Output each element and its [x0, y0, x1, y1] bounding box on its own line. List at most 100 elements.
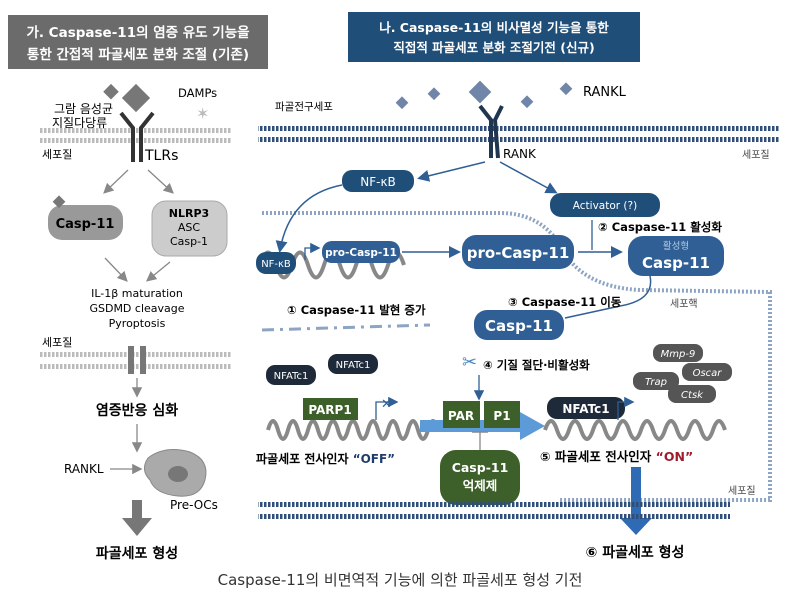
gene-ctsk-label: Ctsk: [681, 390, 704, 401]
nucleus-boundary-dashed: [261, 323, 431, 332]
translocation-arrow: [564, 275, 652, 319]
cytoplasm-bottom-label: 세포질: [728, 485, 756, 497]
rankl-diamonds-icon: [395, 80, 573, 110]
parp-left-label: PAR: [448, 409, 474, 423]
lps-label-line1: 그람 음성균: [54, 102, 113, 116]
active-casp11-box: [628, 236, 724, 276]
rank-receptor-icon: [478, 104, 504, 159]
activator-label: Activator (?): [573, 200, 637, 212]
osteoclast-formation-label: 파골세포 형성: [96, 545, 178, 562]
step3-label: ③ Caspase-11 이동: [508, 295, 622, 309]
casp11-box: [48, 205, 123, 240]
nfatc1-b-label: NFATc1: [336, 360, 371, 371]
activator-box: [550, 193, 660, 217]
parp-right-label: P1: [493, 409, 510, 423]
lps-label-line2: 지질다당류: [52, 116, 107, 130]
il1b-label: IL-1β maturation: [91, 287, 183, 300]
nuclear-casp11-label: Casp-11: [485, 317, 553, 335]
cytoplasm-top-label: 세포질: [742, 149, 770, 161]
tlr-receptor-icon: [119, 111, 155, 162]
off-label: 파골세포 전사인자 “OFF”: [256, 451, 395, 466]
step1-label: ① Caspase-11 발현 증가: [287, 303, 426, 317]
cell-membrane-top: [258, 126, 780, 131]
on-prefix: ⑤ 파골세포 전사인자: [540, 449, 656, 464]
off-prefix: 파골세포 전사인자: [256, 451, 353, 466]
cell-membrane-2-top: [258, 502, 730, 507]
dna-on-icon: [543, 419, 727, 441]
nlrp3-label: NLRP3: [169, 207, 209, 220]
nuclear-casp11-box: [474, 310, 564, 340]
pro-casp-small-label: pro-Casp-11: [325, 247, 397, 259]
nucleus-label: 세포핵: [670, 298, 698, 310]
scissors-icon: ✂: [462, 352, 477, 373]
pro-casp-big-label: pro-Casp-11: [467, 244, 570, 262]
inhibitor-box: [440, 450, 520, 505]
cell-membrane-bottom: [258, 137, 780, 142]
casp11-ligand-icon: [52, 195, 66, 209]
nfatc1-a-label: NFATc1: [274, 371, 309, 382]
down-arrow-icon: [122, 500, 152, 536]
pro-casp-small-box: [322, 241, 400, 263]
nfatc1-c-box: [547, 397, 625, 419]
casp1-label: Casp-1: [170, 235, 208, 248]
inhibitor-line2: 억제제: [463, 478, 498, 493]
step6-label: ⑥ 파골세포 형성: [586, 544, 685, 561]
rankl-label: RANKL: [64, 462, 104, 476]
pre-ocs-label: Pre-OCs: [170, 498, 218, 512]
nfkb-box: [342, 170, 414, 192]
figure-caption: Caspase-11의 비면역적 기능에 의한 파골세포 형성 기전: [218, 571, 583, 589]
membrane-bottom: [40, 138, 232, 143]
gene-trap: [633, 372, 679, 390]
nfkb-small-label: NF-κB: [261, 259, 291, 270]
left-panel: 가. Caspase-11의 염증 유도 기능을 통한 간접적 파골세포 분화 …: [8, 15, 268, 562]
nfatc1-a-box: [266, 365, 316, 385]
tlrs-label: TLRs: [144, 148, 178, 164]
off-word: “OFF”: [353, 452, 395, 466]
inhibitor-line1: Casp-11: [452, 460, 509, 475]
cell-membrane-2-bottom: [258, 514, 730, 519]
rank-label: RANK: [503, 147, 537, 161]
on-word: “ON”: [656, 449, 694, 464]
gene-oscar-label: Oscar: [693, 368, 723, 379]
gsdmd-label: GSDMD cleavage: [89, 302, 184, 315]
gene-oscar: [682, 363, 732, 381]
cytoplasm-label: 세포질: [42, 148, 72, 161]
gene-mmp9-label: Mmp-9: [661, 349, 696, 360]
damps-label: DAMPs: [178, 86, 217, 100]
right-panel: 나. Caspase-11의 비사멸성 기능을 통한 직접적 파골세포 분화 조…: [256, 12, 780, 561]
parp1-label: PARP1: [308, 403, 351, 417]
membrane-top: [40, 128, 232, 133]
dna-off-icon: [266, 419, 440, 441]
right-header-box: [348, 12, 640, 62]
step4-label: ④ 기질 절단·비활성화: [483, 358, 590, 372]
parp-fragment-right: [484, 401, 520, 428]
left-header-box: [8, 15, 268, 69]
left-header-line1: 가. Caspase-11의 염증 유도 기능을: [26, 24, 249, 41]
active-casp11-label: Casp-11: [642, 254, 710, 272]
membrane-2-top: [40, 352, 232, 357]
asc-label: ASC: [178, 221, 201, 234]
on-label: ⑤ 파골세포 전사인자 “ON”: [540, 449, 693, 464]
target-genes: Mmp-9 Oscar Trap Ctsk: [633, 344, 732, 403]
nfkb-small-box: [256, 252, 296, 274]
casp11-label: Casp-11: [56, 217, 115, 232]
membrane-2-bottom: [40, 364, 232, 369]
gene-trap-label: Trap: [645, 377, 667, 388]
nfkb-label: NF-κB: [360, 175, 396, 189]
transition-arrow-icon: [420, 412, 545, 440]
blocked-x-icon: ✕: [381, 397, 392, 412]
inflammation-label: 염증반응 심화: [96, 402, 178, 419]
parp-fragment-left: [443, 401, 480, 428]
right-header-line1: 나. Caspase-11의 비사멸성 기능을 통한: [379, 20, 609, 35]
precursor-label: 파골전구세포: [275, 101, 333, 113]
inflammasome-box: [151, 200, 228, 257]
pyroptosis-label: Pyroptosis: [109, 317, 166, 330]
cell-nucleus-icon: [168, 466, 188, 482]
active-form-label: 활성형: [663, 240, 689, 252]
left-header-line2: 통한 간접적 파골세포 분화 조절 (기존): [27, 46, 249, 63]
lps-diamond-icon: [121, 83, 151, 113]
pore-left-icon: [128, 346, 134, 374]
parp1-box: [303, 398, 358, 420]
gene-ctsk: [668, 385, 716, 403]
gene-mmp9: [653, 344, 703, 362]
